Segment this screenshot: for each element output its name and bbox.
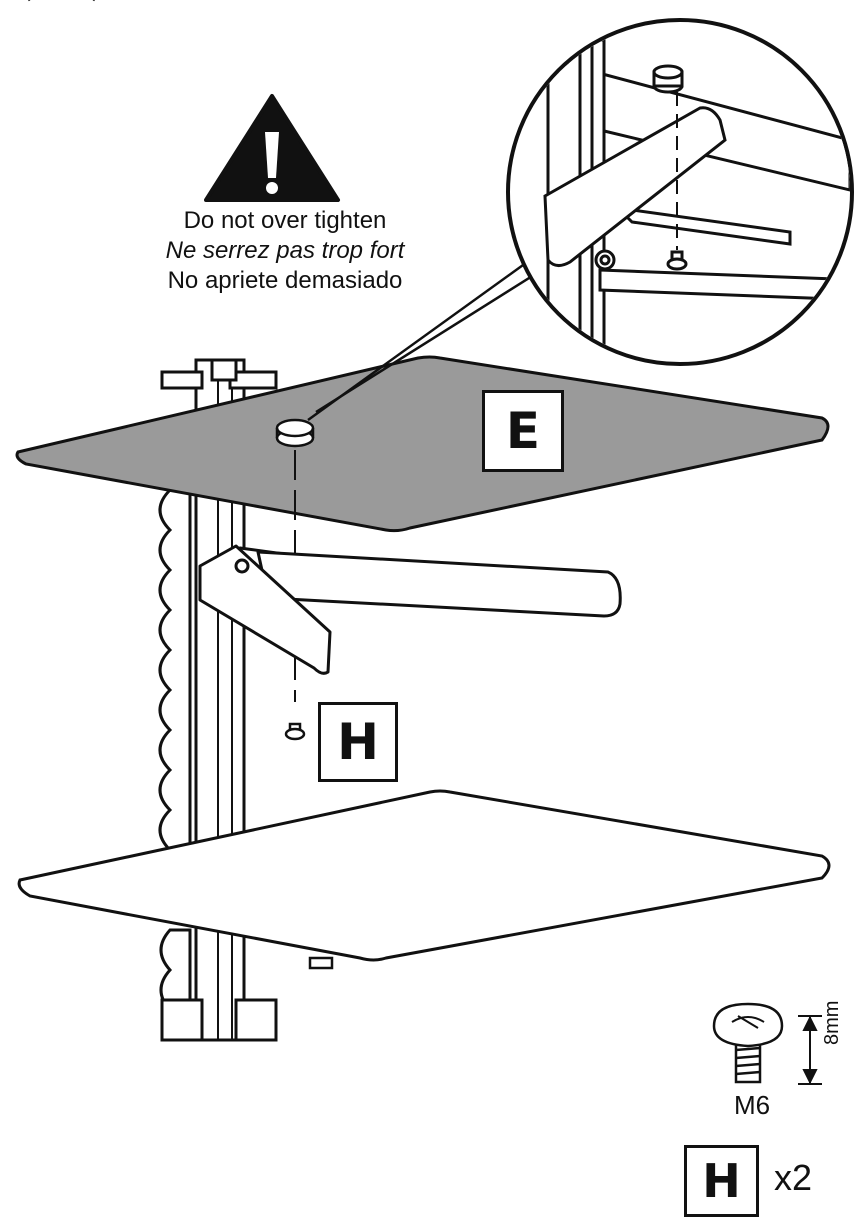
magnified-detail (506, 18, 854, 366)
magnifier-leader (307, 258, 546, 422)
part-label-h: H (318, 702, 398, 782)
warning-text-es: No apriete demasiado (167, 267, 403, 294)
screw-length-label: 8mm (821, 1000, 843, 1045)
screw-h (284, 722, 306, 741)
warning-triangle-icon (204, 94, 340, 202)
glass-shelf-e (15, 355, 830, 533)
lower-glass-shelf (17, 789, 831, 962)
m6-screw-icon (712, 1002, 784, 1084)
part-label-e: E (482, 390, 564, 472)
screw-size-label: M6 (734, 1090, 771, 1120)
rail-foot (160, 998, 204, 1042)
warning-text-en: Do not over tighten (183, 207, 387, 234)
warning-text-fr: Ne serrez pas trop fort (165, 237, 405, 264)
hardware-label-h: H (684, 1145, 759, 1217)
hardware-quantity: x2 (774, 1157, 813, 1198)
adjustment-notches (158, 488, 192, 1012)
rubber-pad (275, 418, 315, 448)
screw-length-dimension (798, 1015, 822, 1085)
lower-bracket-foot (308, 956, 334, 970)
support-bracket (198, 544, 622, 675)
rail-end-cap (234, 998, 278, 1042)
